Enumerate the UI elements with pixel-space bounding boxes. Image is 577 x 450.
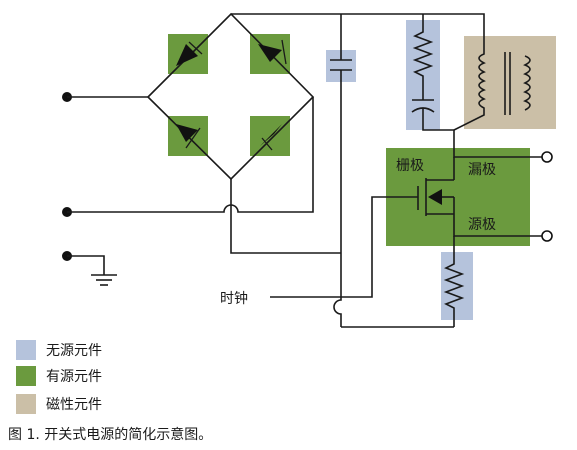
figure-caption: 图 1. 开关式电源的简化示意图。 — [8, 427, 213, 443]
source-terminal — [541, 230, 553, 242]
source-resistor-block — [441, 252, 473, 320]
legend-swatch-active — [16, 366, 36, 386]
source-label: 源极 — [468, 217, 496, 233]
diode-bottom-left — [176, 124, 201, 149]
diode-top-left — [176, 41, 203, 66]
snubber-resistor — [412, 26, 434, 100]
clock-label: 时钟 — [220, 290, 248, 307]
source-resistor — [443, 260, 465, 327]
legend-item-active: 有源元件 — [16, 366, 102, 386]
diode-top-right — [258, 39, 287, 65]
ground-symbol — [91, 274, 117, 286]
transformer-symbol — [453, 42, 531, 131]
drain-label: 漏极 — [468, 162, 496, 178]
legend-swatch-passive — [16, 340, 36, 360]
diode-bottom-right — [260, 124, 282, 151]
legend-item-passive: 无源元件 — [16, 340, 102, 360]
legend-label-magnetic: 磁性元件 — [46, 397, 102, 413]
legend-label-passive: 无源元件 — [46, 343, 102, 359]
legend-item-magnetic: 磁性元件 — [16, 394, 102, 414]
legend-swatch-magnetic — [16, 394, 36, 414]
gate-label: 栅极 — [396, 158, 424, 174]
drain-terminal — [541, 151, 553, 163]
mosfet-symbol — [417, 157, 455, 216]
legend-label-active: 有源元件 — [46, 369, 102, 385]
